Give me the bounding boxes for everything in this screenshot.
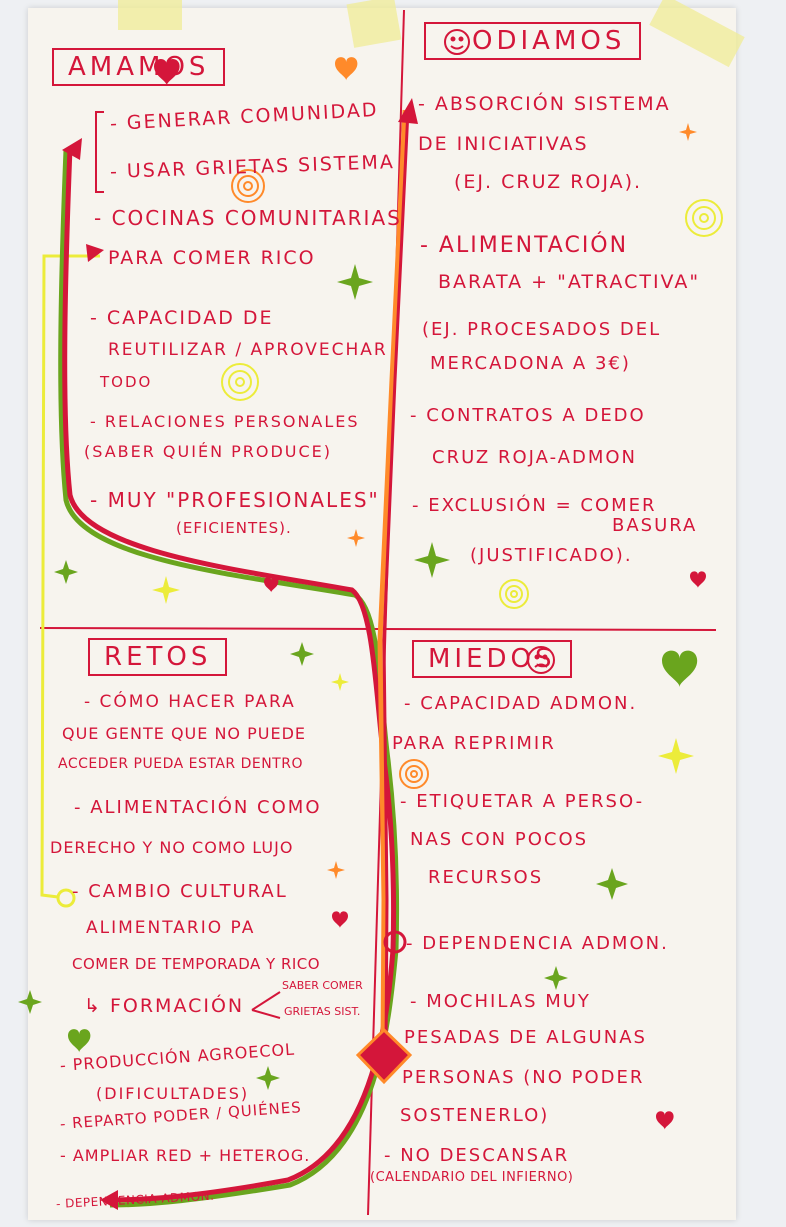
miedos-item: - DEPENDENCIA ADMON. <box>406 933 669 954</box>
star-icon <box>256 1066 280 1090</box>
heart-icon <box>335 57 358 81</box>
miedos-item: - NO DESCANSAR <box>384 1145 570 1166</box>
star-icon <box>337 264 373 300</box>
star-icon <box>18 990 42 1014</box>
spiral-icon <box>231 169 265 203</box>
spiral-icon <box>399 759 429 789</box>
spiral-icon <box>499 579 529 609</box>
spiral-icon <box>221 363 259 401</box>
star-icon <box>152 576 180 604</box>
odiamos-item: MERCADONA A 3€) <box>430 353 631 374</box>
arrowhead-top-left <box>62 138 82 160</box>
title-miedos: MIEDOS <box>412 640 572 678</box>
miedos-item: - MOCHILAS MUY <box>410 991 591 1012</box>
title-retos: RETOS <box>88 638 228 676</box>
retos-item: ACCEDER PUEDA ESTAR DENTRO <box>58 756 303 772</box>
odiamos-item: CRUZ ROJA-ADMON <box>432 447 638 468</box>
bracket <box>95 111 104 193</box>
heart-icon <box>662 650 698 688</box>
star-icon <box>331 673 349 691</box>
odiamos-item: - EXCLUSIÓN = COMER <box>412 495 657 516</box>
horizontal-divider <box>39 627 717 631</box>
retos-item: ALIMENTARIO PA <box>86 918 256 938</box>
title-odiamos: ODIAMOS <box>424 22 642 60</box>
miedos-item: - CAPACIDAD ADMON. <box>404 693 638 714</box>
retos-item: - CAMBIO CULTURAL <box>72 881 288 902</box>
miedos-item: PARA REPRIMIR <box>392 733 556 754</box>
node-circle-small <box>56 888 76 908</box>
heart-icon <box>656 1111 674 1130</box>
star-icon <box>679 123 697 141</box>
spiral-icon <box>685 199 723 237</box>
retos-item: SABER COMER <box>282 979 363 992</box>
miedos-item: - ETIQUETAR A PERSO- <box>400 791 645 812</box>
heart-icon <box>332 911 348 928</box>
node-circle <box>383 930 407 954</box>
heart-icon <box>68 1029 91 1053</box>
flow-path-red-right <box>382 109 410 1051</box>
odiamos-item: BASURA <box>612 515 698 536</box>
star-icon <box>347 529 365 547</box>
star-icon <box>658 738 694 774</box>
amamos-item: - RELACIONES PERSONALES <box>90 412 360 431</box>
retos-item: - CÓMO HACER PARA <box>84 692 296 712</box>
odiamos-item: (EJ. CRUZ ROJA). <box>454 171 643 193</box>
star-icon <box>290 642 314 666</box>
amamos-item: - MUY "PROFESIONALES" <box>90 488 380 512</box>
diamond-node <box>355 1027 413 1085</box>
odiamos-item: (EJ. PROCESADOS DEL <box>422 319 662 340</box>
odiamos-item: BARATA + "ATRACTIVA" <box>438 271 701 293</box>
heart-icon <box>154 58 180 86</box>
tape-top-left <box>118 0 182 30</box>
retos-item: COMER DE TEMPORADA Y RICO <box>72 955 321 973</box>
title-amamos: AMAMOS <box>52 48 226 86</box>
arrowhead-cocinas <box>86 244 104 262</box>
flow-path-yellow <box>40 254 100 900</box>
amamos-item: (EFICIENTES). <box>176 519 292 537</box>
retos-item: (DIFICULTADES) <box>96 1084 250 1103</box>
star-icon <box>327 861 345 879</box>
amamos-item: - COCINAS COMUNITARIAS <box>94 206 402 230</box>
heart-icon <box>264 577 279 593</box>
star-icon <box>414 542 450 578</box>
retos-item: - AMPLIAR RED + HETEROG. <box>60 1146 311 1165</box>
odiamos-item: DE INICIATIVAS <box>418 133 589 155</box>
miedos-item: PERSONAS (NO PODER <box>402 1067 645 1088</box>
star-icon <box>596 868 628 900</box>
star-icon <box>544 966 568 990</box>
odiamos-item: - CONTRATOS A DEDO <box>410 405 646 426</box>
retos-item: QUE GENTE QUE NO PUEDE <box>62 724 306 743</box>
star-icon <box>54 560 78 584</box>
retos-item: - ALIMENTACIÓN COMO <box>74 797 322 818</box>
amamos-item: - CAPACIDAD DE <box>90 307 274 329</box>
miedos-item: SOSTENERLO) <box>400 1105 550 1126</box>
amamos-item: REUTILIZAR / APROVECHAR <box>108 340 388 360</box>
flow-path-orange <box>377 109 408 1051</box>
retos-item: ↳ FORMACIÓN <box>84 995 245 1017</box>
sad-face-icon <box>527 646 555 674</box>
odiamos-item: (JUSTIFICADO). <box>470 545 633 566</box>
amamos-item: TODO <box>100 373 153 391</box>
miedos-item: PESADAS DE ALGUNAS <box>404 1027 647 1048</box>
miedos-item: NAS CON POCOS <box>410 829 589 850</box>
arrowhead-bottom <box>100 1190 118 1210</box>
formacion-arrow <box>251 991 281 1019</box>
odiamos-item: - ALIMENTACIÓN <box>420 233 629 258</box>
retos-item: DERECHO Y NO COMO LUJO <box>50 838 294 857</box>
retos-item: GRIETAS SIST. <box>284 1005 361 1018</box>
heart-icon <box>690 571 706 588</box>
odiamos-item: - ABSORCIÓN SISTEMA <box>418 93 671 115</box>
arrowhead-top-right <box>398 98 418 124</box>
miedos-item: (CALENDARIO DEL INFIERNO) <box>370 1170 574 1185</box>
miedos-item: RECURSOS <box>428 867 544 888</box>
amamos-item: PARA COMER RICO <box>108 247 316 269</box>
amamos-item: (SABER QUIÉN PRODUCE) <box>84 442 333 461</box>
smiley-icon <box>444 29 470 55</box>
